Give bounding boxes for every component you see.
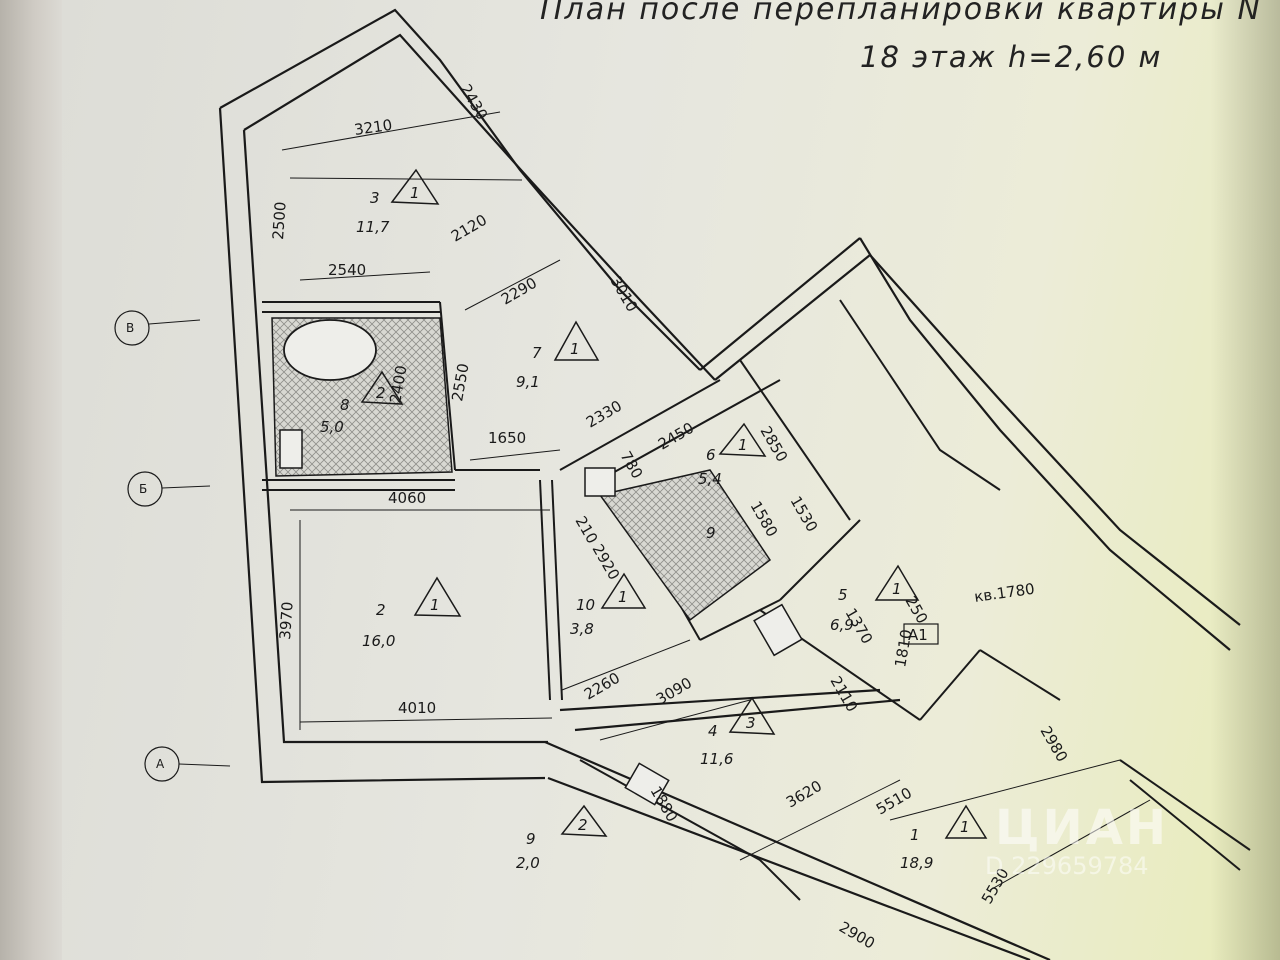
room-number-7: 7 <box>532 344 542 362</box>
dim-2120: 2120 <box>448 211 490 246</box>
room-area-10: 3,8 <box>570 620 594 638</box>
room-class-triangles <box>360 168 988 839</box>
dim-2920: 2920 <box>589 541 624 583</box>
dim-2500: 2500 <box>269 201 290 240</box>
room-number-5: 5 <box>838 586 848 604</box>
a1-annotation: A1 <box>908 626 928 644</box>
interior-walls <box>262 299 1251 901</box>
dim-3620: 3620 <box>783 777 825 812</box>
sink-icon <box>279 429 303 469</box>
dim-2980: 2980 <box>1037 723 1072 765</box>
sink-2-icon <box>584 467 616 497</box>
room-area-5: 6,9 <box>830 616 854 634</box>
room-number-10: 10 <box>576 596 595 614</box>
dim-2550: 2550 <box>448 362 472 403</box>
room-area-9b: 2,0 <box>516 854 540 872</box>
dim-1530: 1530 <box>787 493 822 535</box>
a1-box <box>903 623 939 645</box>
room-number-9: 9 <box>706 524 716 542</box>
bathroom-2-tiles <box>598 469 772 622</box>
kitchen-sink-icon <box>624 762 670 806</box>
binder-spine <box>0 0 62 960</box>
dim-2430: 2430 <box>457 81 492 123</box>
room-number-3: 3 <box>370 189 380 207</box>
room-area-6: 5,4 <box>698 470 722 488</box>
room-area-2: 16,0 <box>362 632 395 650</box>
dim-250: 250 <box>902 593 932 627</box>
room-class-3: 1 <box>410 184 420 202</box>
axis-label-v: В <box>126 321 134 335</box>
dim-780: 780 <box>617 448 647 482</box>
dim-2450: 2450 <box>655 419 697 454</box>
watermark-id: D 229659784 <box>985 852 1149 880</box>
dim-3210: 3210 <box>353 116 393 139</box>
room-class-1: 1 <box>960 818 970 836</box>
axis-markers <box>114 310 231 782</box>
room-number-4: 4 <box>708 722 718 740</box>
dim-2330: 2330 <box>583 397 625 432</box>
dim-1880: 1880 <box>647 783 682 825</box>
axis-label-b: Б <box>139 482 147 496</box>
dim-1650: 1650 <box>488 429 526 447</box>
kv-annotation: кв.1780 <box>973 580 1036 606</box>
dim-3970: 3970 <box>276 601 297 640</box>
dim-2540: 2540 <box>328 261 366 279</box>
dim-2290: 2290 <box>498 274 540 309</box>
stove-icon <box>753 603 803 657</box>
axis-label-a: А <box>156 757 165 771</box>
bathtub-icon <box>283 319 377 381</box>
room-class-9b: 2 <box>578 816 588 834</box>
dim-2850: 2850 <box>757 423 792 465</box>
room-class-7: 1 <box>570 340 580 358</box>
plan-subtitle: 18 этаж h=2,60 м <box>860 40 1163 74</box>
room-class-6: 1 <box>738 436 748 454</box>
page-shadow <box>1210 0 1280 960</box>
room-number-6: 6 <box>706 446 716 464</box>
room-class-2: 1 <box>430 596 440 614</box>
room-number-1: 1 <box>910 826 920 844</box>
room-number-2: 2 <box>376 601 386 619</box>
dim-2900: 2900 <box>836 918 878 953</box>
room-number-9b: 9 <box>526 830 536 848</box>
room-class-8: 2 <box>376 384 386 402</box>
plan-title: План после перепланировки квартиры N <box>540 0 1262 27</box>
dim-210: 210 <box>572 513 602 547</box>
room-area-1: 18,9 <box>900 854 933 872</box>
room-class-5: 1 <box>892 580 902 598</box>
room-class-4: 3 <box>746 714 756 732</box>
room-area-3: 11,7 <box>356 218 390 236</box>
room-class-10: 1 <box>618 588 628 606</box>
dim-4060: 4060 <box>388 489 426 507</box>
dim-5510: 5510 <box>873 784 915 819</box>
walls <box>218 8 1241 960</box>
dim-4010: 4010 <box>398 699 436 717</box>
watermark-logo: ЦИАН <box>995 800 1170 856</box>
room-number-8: 8 <box>340 396 350 414</box>
dimension-lines <box>281 111 1151 891</box>
room-area-7: 9,1 <box>516 373 540 391</box>
room-area-4: 11,6 <box>700 750 733 768</box>
room-area-8: 5,0 <box>320 418 344 436</box>
